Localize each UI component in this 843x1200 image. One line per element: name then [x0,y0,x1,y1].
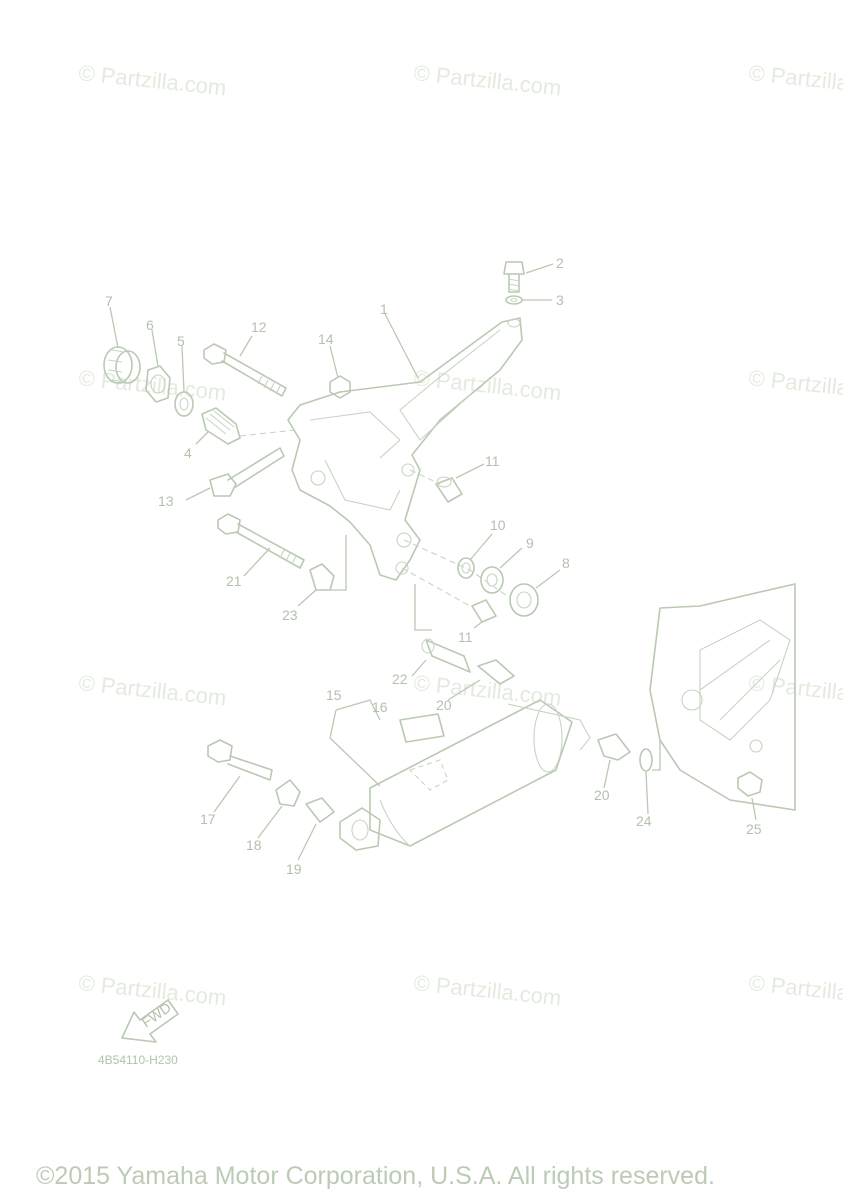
callout-7: 7 [105,293,113,309]
callout-8: 8 [562,555,570,571]
callout-25: 25 [746,821,762,837]
part-16-label [399,713,445,743]
callouts: 2 3 1 7 6 5 12 14 4 11 13 10 9 8 21 23 1… [105,255,762,877]
callout-12: 12 [251,319,267,335]
callout-11: 11 [458,629,473,645]
watermark: © Partzilla.com [77,670,227,710]
part-11-collar-lower [471,599,497,623]
watermark: © Partzilla.com [412,60,562,100]
callout-bracket-15 [329,699,381,787]
assembly-guide-lines [239,429,511,607]
callout-3: 3 [556,292,564,308]
callout-10: 10 [490,517,506,533]
callout-21: 21 [226,573,242,589]
callout-6: 6 [146,317,154,333]
callout-1: 1 [380,301,388,317]
callout-5: 5 [177,333,185,349]
copyright-notice: ©2015 Yamaha Motor Corporation, U.S.A. A… [36,1162,715,1190]
diagram-code: 4B54110-H230 [98,1053,178,1067]
part-1-link-plate [287,317,523,581]
callout-20: 20 [436,697,452,713]
part-7-collar [103,346,141,384]
callout-13: 13 [158,493,174,509]
assembly-bracket-lines [330,535,432,631]
part-8-bearing [509,583,539,617]
part-15-shock-absorber [339,699,591,851]
fwd-arrow-icon: FWD [121,999,179,1043]
part-23-collar [309,563,335,591]
part-14-nut [329,375,351,399]
watermark: © Partzilla.com [77,970,227,1010]
callout-22: 22 [392,671,408,687]
callout-11: 11 [485,453,500,469]
part-12-bolt [203,343,287,397]
part-3-washer [505,295,523,305]
part-13-adjuster [209,447,285,497]
part-4-bushing [201,407,241,445]
part-24-washer [639,748,653,772]
part-20-bushing [477,659,515,685]
callout-23: 23 [282,607,298,623]
callout-20: 20 [594,787,610,803]
part-6-nut [145,365,171,403]
part-20-bushing-lower [597,733,631,761]
watermark: © Partzilla.com [412,970,562,1010]
watermark: © Partzilla.com [747,60,843,100]
part-21-bolt [217,513,305,569]
callout-17: 17 [200,811,216,827]
watermark: © Partzilla.com [747,970,843,1010]
watermark: © Partzilla.com [412,670,562,710]
part-19-collar [305,797,335,823]
callout-4: 4 [184,445,192,461]
part-25-nut [737,771,763,797]
part-9-bearing [480,566,504,594]
callout-9: 9 [526,535,534,551]
callout-2: 2 [556,255,564,271]
callout-14: 14 [318,331,334,347]
callout-19: 19 [286,861,302,877]
part-11-collar [435,476,463,503]
watermarks: © Partzilla.com © Partzilla.com © Partzi… [77,60,843,1010]
callout-24: 24 [636,813,652,829]
callout-15: 15 [326,687,342,703]
watermark: © Partzilla.com [77,365,227,405]
part-10-seal [457,557,475,579]
watermark: © Partzilla.com [747,365,843,405]
leader-lines [109,263,757,861]
part-18-plate [275,779,301,807]
part-22-spacer [421,638,471,673]
part-2-bolt [503,261,525,293]
frame-casting [649,583,796,811]
callout-18: 18 [246,837,262,853]
part-17-bolt [207,739,273,781]
watermark: © Partzilla.com [77,60,227,100]
callout-16: 16 [372,699,388,715]
